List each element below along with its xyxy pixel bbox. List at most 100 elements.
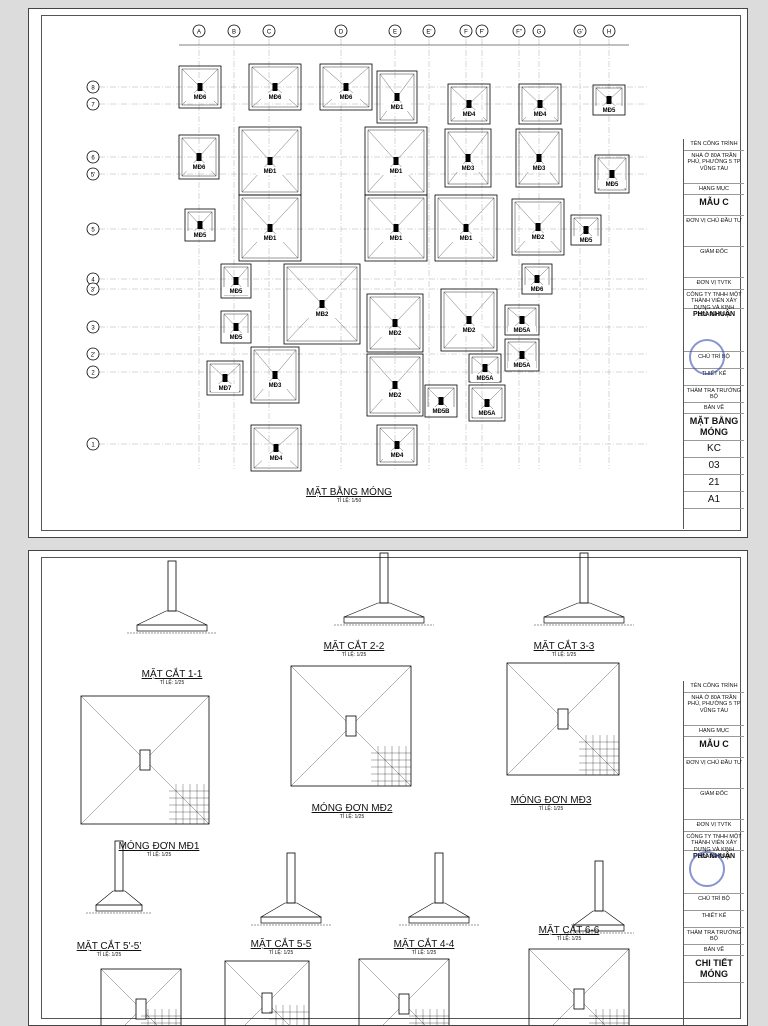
footing-label: MĐ1 [460,236,473,242]
footing-label-bg [186,93,214,101]
grid-label-left: 8 [91,86,95,92]
detail-title: MẶT CẮT 2-2 [323,641,385,652]
column-stub [534,275,540,283]
column-section [114,840,124,892]
tb2-company: CÔNG TY TNHH MỘT THÀNH VIÊN XÂY DỰNG VÀ … [684,832,744,860]
footing-label-bg [473,409,501,417]
grid-label-top: E [393,30,397,36]
column-stub [482,364,488,372]
detail-title: MÓNG ĐƠN MĐ3 [510,795,592,806]
column-stub [273,444,279,452]
footing-outline [238,194,302,262]
column-stub [465,154,471,162]
tb2-design: THIẾT KẾ [684,911,744,928]
footing-slope [95,890,143,906]
tb-owner: ĐƠN VỊ CHỦ ĐẦU TƯ [684,216,744,248]
plan-title: MẶT BẰNG MÓNG TỈ LỆ: 1/50 [279,487,419,504]
grid-label-left: 2 [91,371,95,377]
footing-outline [376,424,418,466]
footing-label-bg [381,391,409,399]
footing-label: MĐ5A [513,328,531,334]
footing-label-bg [211,384,239,392]
footing-label-bg [262,454,290,462]
tb-project: NHÀ Ở 80A TRẦN PHÚ, PHƯỜNG 5 TP VŨNG TÀU [684,151,744,184]
footing-inner [286,266,358,342]
footing-inner [251,66,299,108]
footing-label-bg [222,333,250,341]
footing-label: MĐ5A [476,376,494,382]
grid-bubble-top [192,24,206,38]
tb-drawing-label: BẢN VẼ [684,403,744,415]
detail-title: MẶT CẮT 6-6 [538,925,600,936]
tb2-designer-unit: ĐƠN VỊ TVTK [684,820,744,832]
column-stub [466,316,472,324]
footing-label-bg [256,234,284,242]
tb2-director: GIÁM ĐỐC [684,789,744,821]
detail-scale: TỈ LỆ: 1/25 [411,950,437,956]
detail-scale: TỈ LỆ: 1/25 [538,806,564,812]
footing-label: MĐ1 [391,105,404,111]
footing-plan-column [573,988,585,1010]
column-stub [393,224,399,232]
footing-inner [447,131,489,185]
footing-inner [379,73,415,121]
detail-scale: TỈ LỆ: 1/25 [96,952,122,958]
column-stub [394,93,400,101]
column-stub [272,83,278,91]
tb2-check: THẨM TRA TRƯỞNG BỘ [684,928,744,945]
footing-base [260,916,322,924]
detail-scale: TỈ LỆ: 1/25 [339,814,365,820]
grid-bubble-left [86,167,100,181]
tb2-drawing-label: BẢN VẼ [684,945,744,957]
tb2-lead: CHỦ TRÌ BỘ [684,894,744,911]
footing-label: MĐ6 [194,95,207,101]
tb-check: THẨM TRA TRƯỞNG BỘ [684,386,744,403]
footing-plan-column [345,715,357,737]
column-stub [537,100,543,108]
detail-title: MẶT CẮT 4-4 [393,939,455,950]
detail-title: MÓNG ĐƠN MĐ2 [311,803,393,814]
footing-label-bg [455,326,483,334]
grid-label-top: G' [577,30,583,36]
footing-label-bg [382,167,410,175]
footing-label-bg [332,93,360,101]
footing-outline [184,208,216,242]
footing-label-bg [256,167,284,175]
grid-bubble-left [86,150,100,164]
column-stub [343,83,349,91]
footing-inner [322,66,370,108]
footing-outline [521,263,553,295]
tb2-project-label: TÊN CÔNG TRÌNH [684,681,744,693]
footing-outline [364,194,428,262]
plan-title-text: MẶT BẰNG MÓNG [306,487,392,498]
footing-label: MĐ4 [463,112,476,118]
detail-title: MÓNG ĐƠN MĐ1 [118,841,200,852]
company-seal-2 [689,851,725,887]
footing-label-bg [508,361,536,369]
detail-title: MẶT CẮT 1-1 [141,669,203,680]
footing-slope [259,902,323,918]
column-section [286,852,296,904]
footing-plan-column [557,708,569,730]
grid-bubble-left [86,222,100,236]
footing-outline [283,263,361,345]
footing-label-bg [261,93,289,101]
column-stub [197,83,203,91]
footing-inner [471,387,503,419]
footing-label: MĐ2 [463,328,476,334]
grid-bubble-top [422,24,436,38]
footing-label-bg [524,233,552,241]
footing-inner [514,201,562,253]
footing-outline [570,214,602,246]
footing-inner [181,137,217,177]
detail-title: MẶT CẮT 5'-5' [76,941,142,952]
footing-label-bg [508,326,536,334]
grid-bubble-top [459,24,473,38]
footing-label-bg [427,407,455,415]
column-stub [536,154,542,162]
column-stub [267,157,273,165]
tb2-project: NHÀ Ở 80A TRẦN PHÚ, PHƯỜNG 5 TP VŨNG TÀU [684,693,744,726]
column-stub [519,316,525,324]
